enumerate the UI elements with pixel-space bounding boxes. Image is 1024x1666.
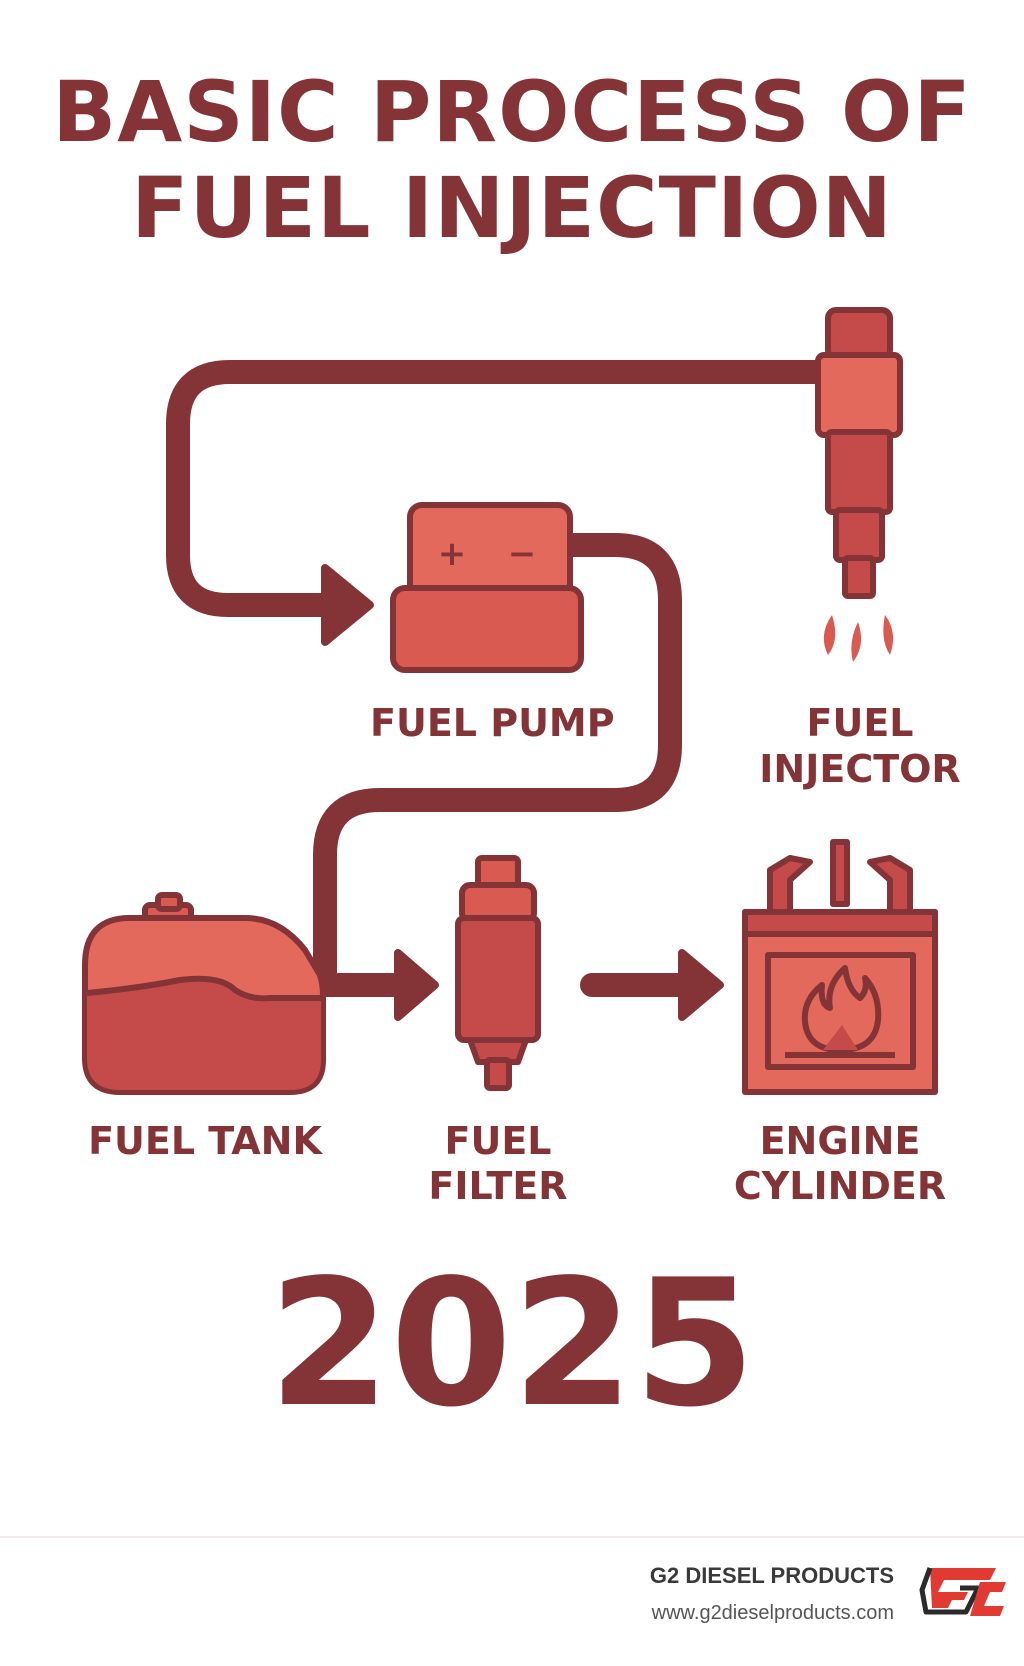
fuel-filter-label-line-2: FILTER <box>428 1164 568 1208</box>
title-line-1: BASIC PROCESS OF <box>52 63 972 161</box>
fuel-filter-icon <box>455 855 541 1091</box>
fuel-tank-icon <box>82 892 326 1095</box>
fuel-pump-label: FUEL PUMP <box>370 701 615 745</box>
arrow-icon <box>394 949 439 1021</box>
flame-icon <box>801 965 882 1053</box>
fuel-lines <box>166 360 847 997</box>
g2-logo-icon[interactable] <box>918 1562 1008 1622</box>
fuel-injector-label-line-1: FUEL <box>806 701 914 745</box>
engine-cylinder-icon <box>742 839 938 1095</box>
return-line <box>166 360 847 617</box>
fuel-pump-icon: + − <box>390 502 584 673</box>
fuel-injector-icon <box>815 307 903 599</box>
engine-cylinder-label-line-2: CYLINDER <box>733 1164 947 1208</box>
fuel-spray-icon <box>823 615 894 662</box>
arrow-icon <box>678 949 724 1021</box>
fuel-injection-diagram: + − <box>82 307 938 1095</box>
brand-name: G2 DIESEL PRODUCTS <box>649 1563 894 1588</box>
website-url[interactable]: www.g2dieselproducts.com <box>651 1602 894 1624</box>
footer-divider <box>0 1536 1024 1538</box>
title-line-2: FUEL INJECTION <box>131 159 893 257</box>
fuel-tank-label: FUEL TANK <box>88 1119 322 1163</box>
fuel-filter-label-line-1: FUEL <box>444 1119 552 1163</box>
engine-cylinder-label-line-1: ENGINE <box>759 1119 921 1163</box>
minus-symbol: − <box>508 534 537 574</box>
arrow-icon <box>321 564 374 646</box>
year: 2025 <box>268 1243 756 1446</box>
pump-to-tank-line <box>313 533 682 997</box>
fuel-injector-label-line-2: INJECTOR <box>759 747 961 791</box>
plus-symbol: + <box>438 534 467 574</box>
